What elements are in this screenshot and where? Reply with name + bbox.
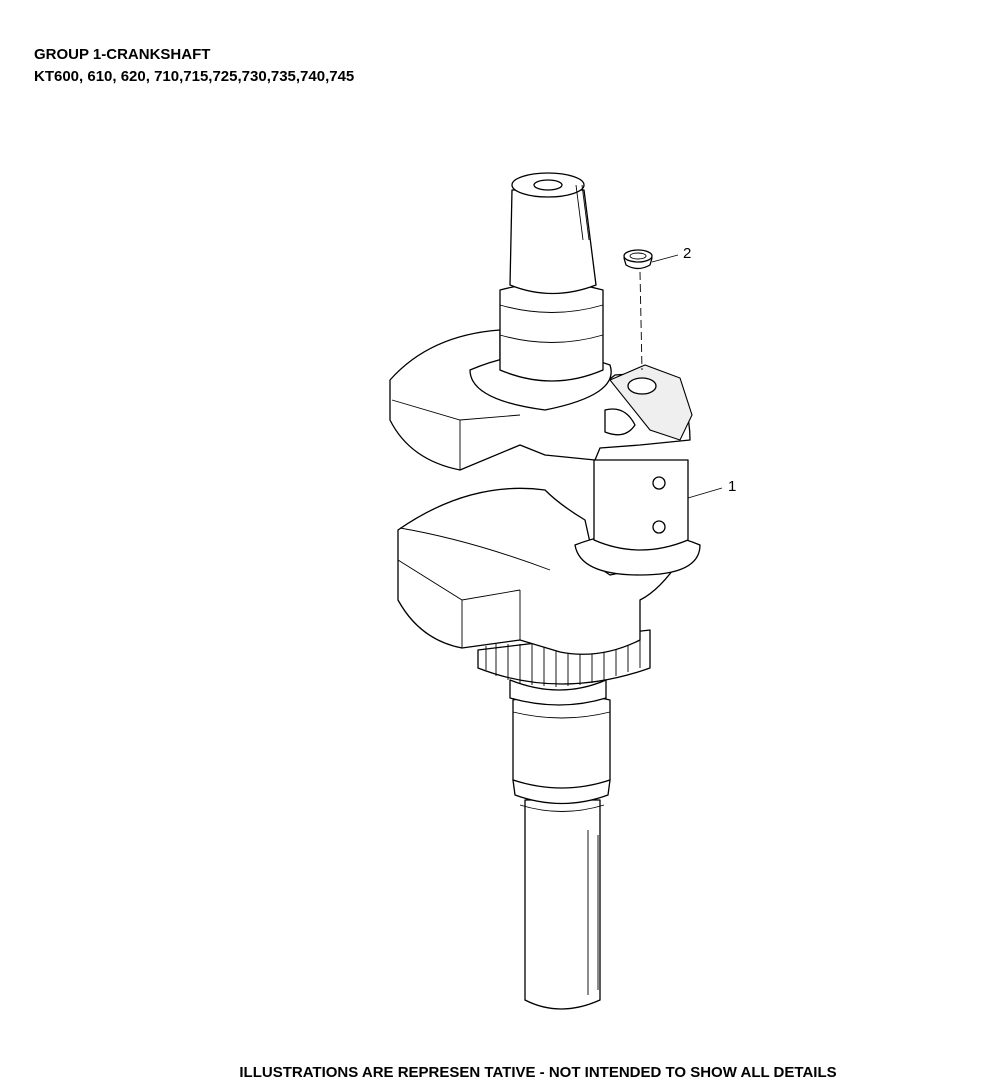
lower-counterweight: [397, 487, 681, 655]
group-title: GROUP 1-CRANKSHAFT: [34, 46, 211, 63]
output-shaft: [512, 693, 611, 1010]
callout-label-1: 1: [728, 478, 737, 495]
disclaimer-footer: ILLUSTRATIONS ARE REPRESEN TATIVE - NOT …: [239, 1064, 837, 1081]
crank-pin: [574, 459, 701, 576]
model-list: KT600, 610, 620, 710,715,725,730,735,740…: [34, 68, 355, 85]
plug: [623, 249, 653, 371]
callout-label-2: 2: [683, 245, 692, 262]
page-header: GROUP 1-CRANKSHAFT KT600, 610, 620, 710,…: [34, 44, 354, 88]
leader-line-1: [687, 487, 723, 499]
leader-line-2: [651, 254, 679, 263]
upper-shaft: [499, 172, 604, 382]
